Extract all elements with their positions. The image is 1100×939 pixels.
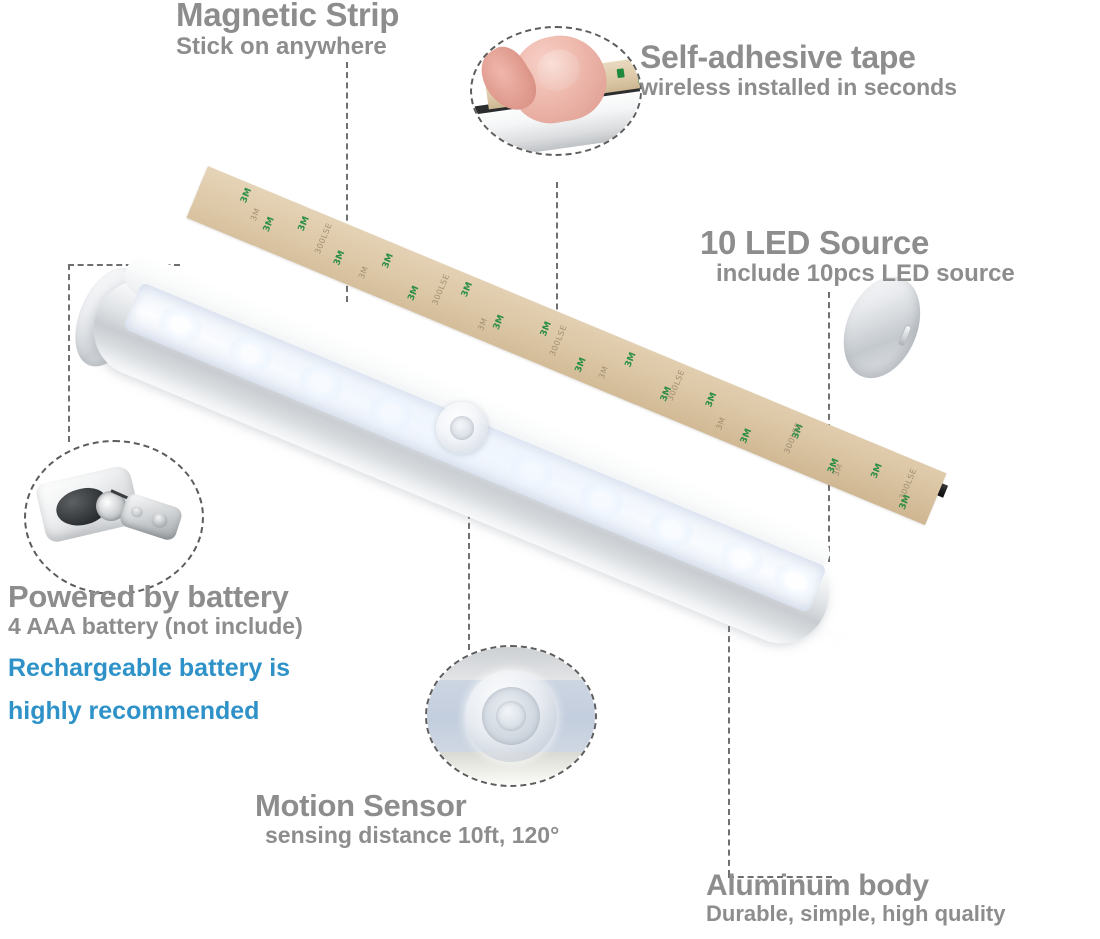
callout-sub-aluminum-body: Durable, simple, high quality — [706, 901, 1006, 927]
callout-accent-line-1: Rechargeable battery is — [8, 653, 291, 682]
callout-sub-led-source: include 10pcs LED source — [716, 260, 1015, 288]
tape-3m-mark-13: 3M — [704, 391, 720, 410]
tape-3m-mark-14: 3M — [739, 427, 755, 446]
leader-line-battery-vertical — [68, 264, 70, 442]
battery-clip-shape — [118, 491, 184, 543]
callout-sub-magnetic-strip: Stick on anywhere — [176, 33, 387, 61]
tape-3m-mark-4: 3M — [332, 249, 348, 268]
callout-title-powered-by-battery: Powered by battery — [8, 579, 289, 614]
pir-motion-sensor-dome — [436, 402, 488, 454]
tape-print-text-3: 3M — [356, 264, 371, 281]
callout-title-aluminum-body: Aluminum body — [706, 869, 929, 902]
tape-print-text-4: 300LSE — [430, 272, 452, 307]
tape-3m-mark-10: 3M — [573, 356, 589, 375]
callout-sub-motion-sensor: sensing distance 10ft, 120° — [265, 822, 560, 849]
tape-3m-mark-7: 3M — [459, 280, 476, 299]
tape-print-text-5: 3M — [476, 316, 490, 332]
callout-title-led-source: 10 LED Source — [700, 224, 930, 261]
inset-fresnel-lens — [482, 687, 540, 745]
tape-3m-mark-2: 3M — [261, 215, 277, 234]
callout-accent-line-2: highly recommended — [8, 697, 260, 726]
tape-3m-mark-17: 3M — [869, 462, 885, 481]
tape-print-text-1: 3M — [248, 206, 263, 223]
callout-motion-sensor: Motion Sensor sensing distance 10ft, 120… — [255, 788, 560, 849]
tape-3m-mark-6: 3M — [406, 284, 422, 303]
tape-3m-mark-11: 3M — [623, 351, 639, 369]
tape-print-text-9: 3M — [714, 415, 728, 432]
inset-tape-mark-5 — [616, 68, 625, 79]
tape-print-text-7: 3M — [596, 364, 611, 381]
tape-3m-mark-8: 3M — [491, 313, 507, 332]
adhesive-thumb-inset — [470, 26, 642, 156]
tape-3m-mark-9: 3M — [538, 320, 554, 339]
tape-3m-mark-3: 3M — [296, 214, 312, 233]
thumbnail-shape — [530, 43, 586, 97]
callout-title-self-adhesive-tape: Self-adhesive tape — [640, 39, 916, 75]
callout-self-adhesive-tape: Self-adhesive tape wireless installed in… — [640, 39, 958, 101]
tape-print-text-8: 300LSE — [665, 368, 687, 403]
tape-3m-mark-5: 3M — [380, 252, 396, 271]
callout-powered-by-battery: Powered by battery 4 AAA battery (not in… — [8, 579, 303, 727]
tape-3m-mark-1: 3M — [239, 186, 255, 205]
motion-sensor-inset — [425, 645, 597, 787]
callout-led-source: 10 LED Source include 10pcs LED source — [700, 224, 1015, 288]
callout-magnetic-strip: Magnetic Strip Stick on anywhere — [176, 0, 399, 61]
battery-compartment-inset — [24, 440, 204, 595]
callout-sub-powered-by-battery: 4 AAA battery (not include) — [8, 613, 303, 640]
callout-aluminum-body: Aluminum body Durable, simple, high qual… — [706, 870, 1006, 927]
callout-title-magnetic-strip: Magnetic Strip — [176, 0, 400, 33]
callout-sub-self-adhesive-tape: wireless installed in seconds — [640, 74, 958, 101]
inset-pir-dome — [465, 670, 557, 762]
tape-print-text-2: 300LSE — [312, 221, 334, 256]
callout-title-motion-sensor: Motion Sensor — [255, 788, 467, 823]
